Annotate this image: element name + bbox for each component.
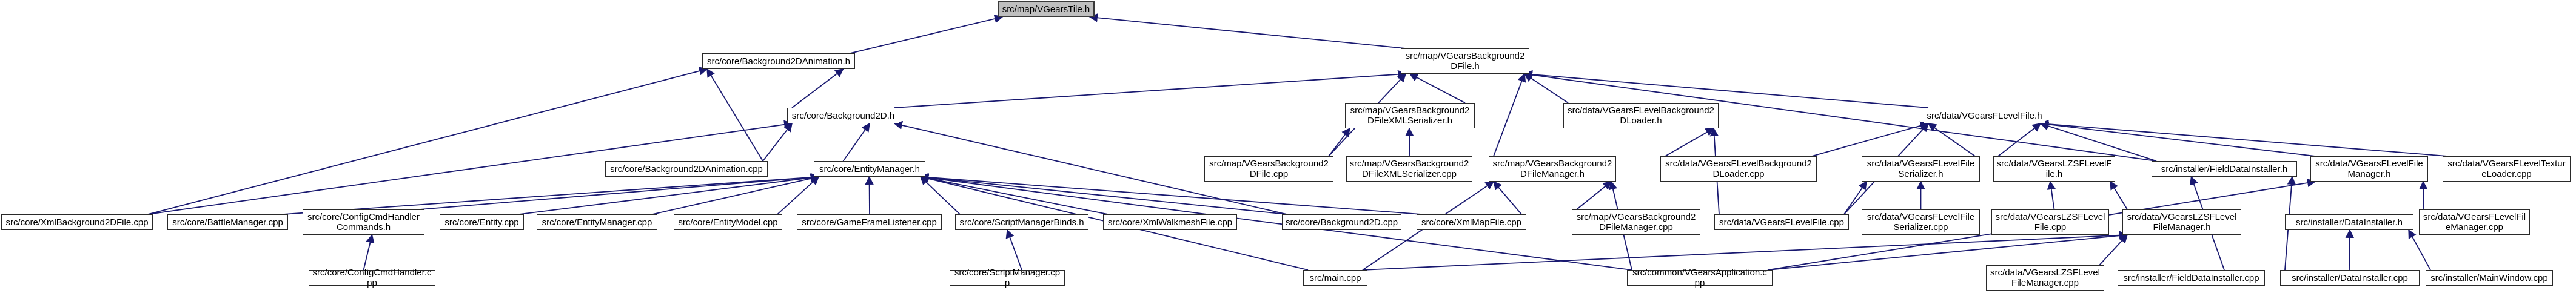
edge-lzsflevelmgr_h-to-lzsflevel_h: [2110, 180, 2128, 210]
edge-lzsflevel_h-to-flevelfile_h: [1997, 123, 2042, 157]
graph-node-b2dxmlser_h[interactable]: src/map/VGearsBackground2DFileXMLSeriali…: [1345, 103, 1475, 128]
edge-anim_cpp-to-bg2d_h: [762, 122, 793, 162]
graph-node-lzsflevel_h[interactable]: src/data/VGearsLZSFLevelFile.h: [1993, 156, 2115, 182]
graph-node-xmlwalkmesh_cpp[interactable]: src/core/XmlWalkmeshFile.cpp: [1103, 214, 1237, 230]
graph-node-entitymgr_h[interactable]: src/core/EntityManager.h: [814, 161, 925, 177]
edge-b2dfile_h-to-tile: [1088, 13, 1406, 49]
edge-flevelser_h-to-flevelfile_h: [1927, 123, 1976, 157]
edge-dloader_cpp-to-dloader_h: [1665, 128, 1715, 157]
edge-b2dxmlser_h-to-b2dfile_h: [1409, 73, 1466, 104]
graph-node-anim_h[interactable]: src/core/Background2DAnimation.h: [702, 53, 855, 69]
edge-b2dxmlser_cpp-to-b2dxmlser_h: [1405, 127, 1414, 157]
graph-node-xmlmap_cpp[interactable]: src/core/XmlMapFile.cpp: [1417, 214, 1526, 230]
graph-node-configcmdcommands_h[interactable]: src/core/ConfigCmdHandlerCommands.h: [303, 209, 424, 235]
graph-node-anim_cpp[interactable]: src/core/Background2DAnimation.cpp: [605, 161, 768, 177]
edge-flevelmgr_h-to-flevelfile_h: [2039, 120, 2316, 157]
edge-anim_h-to-tile: [850, 15, 1004, 54]
edge-entitymgr_h-to-bg2d_h: [842, 122, 870, 162]
edge-flevelfile_cpp-to-flevelser_h: [1843, 180, 1867, 215]
graph-node-scriptmgrbinds_h[interactable]: src/core/ScriptManagerBinds.h: [955, 214, 1088, 230]
edge-dloader_h-to-b2dfile_h: [1523, 73, 1569, 104]
graph-node-flevelmgr_h[interactable]: src/data/VGearsFLevelFileManager.h: [2310, 156, 2428, 182]
edge-vgearsapp_cpp-to-lzsflevelmgr_h: [1767, 231, 2128, 271]
graph-node-scriptmgr_cpp[interactable]: src/core/ScriptManager.cpp: [950, 268, 1065, 288]
edge-mainwindow_cpp-to-datainst_h: [2408, 229, 2431, 271]
edge-scriptmgrbinds_h-to-entitymgr_h: [919, 176, 961, 215]
graph-node-b2dfile_h[interactable]: src/map/VGearsBackground2DFile.h: [1401, 48, 1529, 74]
graph-node-flevelmgr_cpp[interactable]: src/data/VGearsFLevelFileManager.cpp: [2419, 209, 2530, 235]
edge-entitymodel_cpp-to-entitymgr_h: [777, 176, 820, 215]
graph-node-b2dfile_cpp[interactable]: src/map/VGearsBackground2DFile.cpp: [1204, 156, 1333, 182]
graph-node-fielddatainst_h[interactable]: src/installer/FieldDataInstaller.h: [2152, 161, 2297, 177]
graph-node-entitymodel_cpp[interactable]: src/core/EntityModel.cpp: [674, 214, 782, 230]
edge-configcmd_cpp-to-configcmdcommands_h: [363, 234, 375, 271]
graph-node-datainst_h[interactable]: src/installer/DataInstaller.h: [2285, 214, 2413, 230]
edge-xmlmap_cpp-to-b2dfilemgr_h: [1493, 180, 1522, 215]
edge-bg2d_cpp-to-entitymgr_h: [919, 173, 1287, 215]
graph-node-tile[interactable]: src/map/VGearsTile.h: [998, 1, 1095, 17]
graph-node-configcmd_cpp[interactable]: src/core/ConfigCmdHandler.cpp: [309, 268, 435, 288]
graph-node-mainwindow_cpp[interactable]: src/installer/MainWindow.cpp: [2426, 270, 2553, 286]
graph-node-bg2d_h[interactable]: src/core/Background2D.h: [787, 108, 899, 123]
graph-node-entitymgr_cpp[interactable]: src/core/EntityManager.cpp: [537, 214, 657, 230]
graph-node-dloader_cpp[interactable]: src/data/VGearsFLevelBackground2DLoader.…: [1660, 156, 1817, 182]
edge-b2dfilemgr_h-to-b2dfile_h: [1493, 73, 1526, 157]
edge-main_cpp-to-lzsflevelmgr_h: [1362, 231, 2128, 271]
graph-node-vgearsapp_cpp[interactable]: src/common/VGearsApplication.cpp: [1627, 268, 1773, 288]
edge-anim_cpp-to-anim_h: [706, 68, 763, 162]
graph-node-b2dfilemgr_cpp[interactable]: src/map/VGearsBackground2DFileManager.cp…: [1572, 209, 1700, 235]
edge-xmlmap_cpp-to-entitymgr_h: [919, 173, 1422, 215]
edge-xmlwalkmesh_cpp-to-entitymgr_h: [919, 174, 1109, 215]
graph-node-b2dfilemgr_h[interactable]: src/map/VGearsBackground2DFileManager.h: [1489, 156, 1616, 182]
graph-node-lzsflevelmgr_cpp[interactable]: src/data/VGearsLZSFLevelFileManager.cpp: [1986, 265, 2104, 291]
graph-node-dloader_h[interactable]: src/data/VGearsFLevelBackground2DLoader.…: [1563, 103, 1719, 128]
edge-scriptmgr_cpp-to-scriptmgrbinds_h: [1005, 229, 1022, 271]
graph-node-fielddatainst_cpp[interactable]: src/installer/FieldDataInstaller.cpp: [2118, 270, 2265, 286]
edge-datainst_cpp-to-datainst_h: [2345, 229, 2355, 271]
edge-flevelmgr_cpp-to-flevelmgr_h: [2419, 180, 2428, 210]
edge-entitymgr_cpp-to-entitymgr_h: [652, 174, 820, 215]
edge-fleveltexloader_cpp-to-flevelfile_h: [2039, 119, 2448, 157]
graph-node-xmlbg2dfile_cpp[interactable]: src/core/XmlBackground2DFile.cpp: [1, 214, 153, 230]
graph-node-lzsflevelmgr_h[interactable]: src/data/VGearsLZSFLevelFileManager.h: [2122, 209, 2241, 235]
graph-node-bg2d_cpp[interactable]: src/core/Background2D.cpp: [1282, 214, 1401, 230]
edge-lzsflevelmgr_cpp-to-lzsflevelmgr_h: [2099, 234, 2128, 266]
edge-b2dfilemgr_cpp-to-b2dfilemgr_h: [1576, 181, 1612, 210]
graph-node-datainst_cpp[interactable]: src/installer/DataInstaller.cpp: [2280, 270, 2420, 286]
edge-dloader_cpp-to-flevelfile_h: [1811, 121, 1930, 157]
edge-bg2d_h-to-b2dfile_h: [894, 70, 1407, 108]
edge-entity_cpp-to-entitymgr_h: [518, 173, 820, 215]
edge-xmlbg2dfile_cpp-to-anim_h: [147, 67, 708, 215]
graph-node-flevelfile_cpp[interactable]: src/data/VGearsFLevelFile.cpp: [1714, 214, 1849, 230]
graph-node-flevelser_h[interactable]: src/data/VGearsFLevelFileSerializer.h: [1862, 156, 1980, 182]
graph-node-flevelser_cpp[interactable]: src/data/VGearsFLevelFileSerializer.cpp: [1862, 209, 1980, 235]
edge-xmlbg2dfile_cpp-to-bg2d_h: [147, 120, 793, 215]
graph-node-entity_cpp[interactable]: src/core/Entity.cpp: [440, 214, 524, 230]
edge-lzsflevel_cpp-to-lzsflevel_h: [2047, 180, 2056, 210]
edge-configcmdcommands_h-to-entitymgr_h: [419, 173, 820, 210]
edge-fielddatainst_h-to-b2dfile_h: [1523, 70, 2157, 162]
graph-node-b2dxmlser_cpp[interactable]: src/map/VGearsBackground2DFileXMLSeriali…: [1346, 156, 1472, 182]
edge-battlemgr_cpp-to-entitymgr_h: [283, 173, 820, 215]
graph-node-main_cpp[interactable]: src/main.cpp: [1303, 270, 1367, 286]
graph-node-gameframelistener_cpp[interactable]: src/core/GameFrameListener.cpp: [797, 214, 942, 230]
edge-vgearsapp_cpp-to-entitymgr_h: [919, 173, 1632, 271]
graph-node-battlemgr_cpp[interactable]: src/core/BattleManager.cpp: [167, 214, 288, 230]
edge-b2dfile_cpp-to-b2dxmlser_h: [1328, 127, 1350, 157]
edge-flevelfile_h-to-b2dfile_h: [1523, 70, 1929, 108]
graph-node-lzsflevel_cpp[interactable]: src/data/VGearsLZSFLevelFile.cpp: [1991, 209, 2109, 235]
graph-node-flevelfile_h[interactable]: src/data/VGearsFLevelFile.h: [1924, 108, 2045, 123]
edge-fielddatainst_h-to-flevelfile_h: [2039, 122, 2157, 162]
graph-node-fleveltexloader_cpp[interactable]: src/data/VGearsFLevelTextureLoader.cpp: [2443, 156, 2571, 182]
edge-bg2d_h-to-anim_h: [791, 68, 844, 108]
